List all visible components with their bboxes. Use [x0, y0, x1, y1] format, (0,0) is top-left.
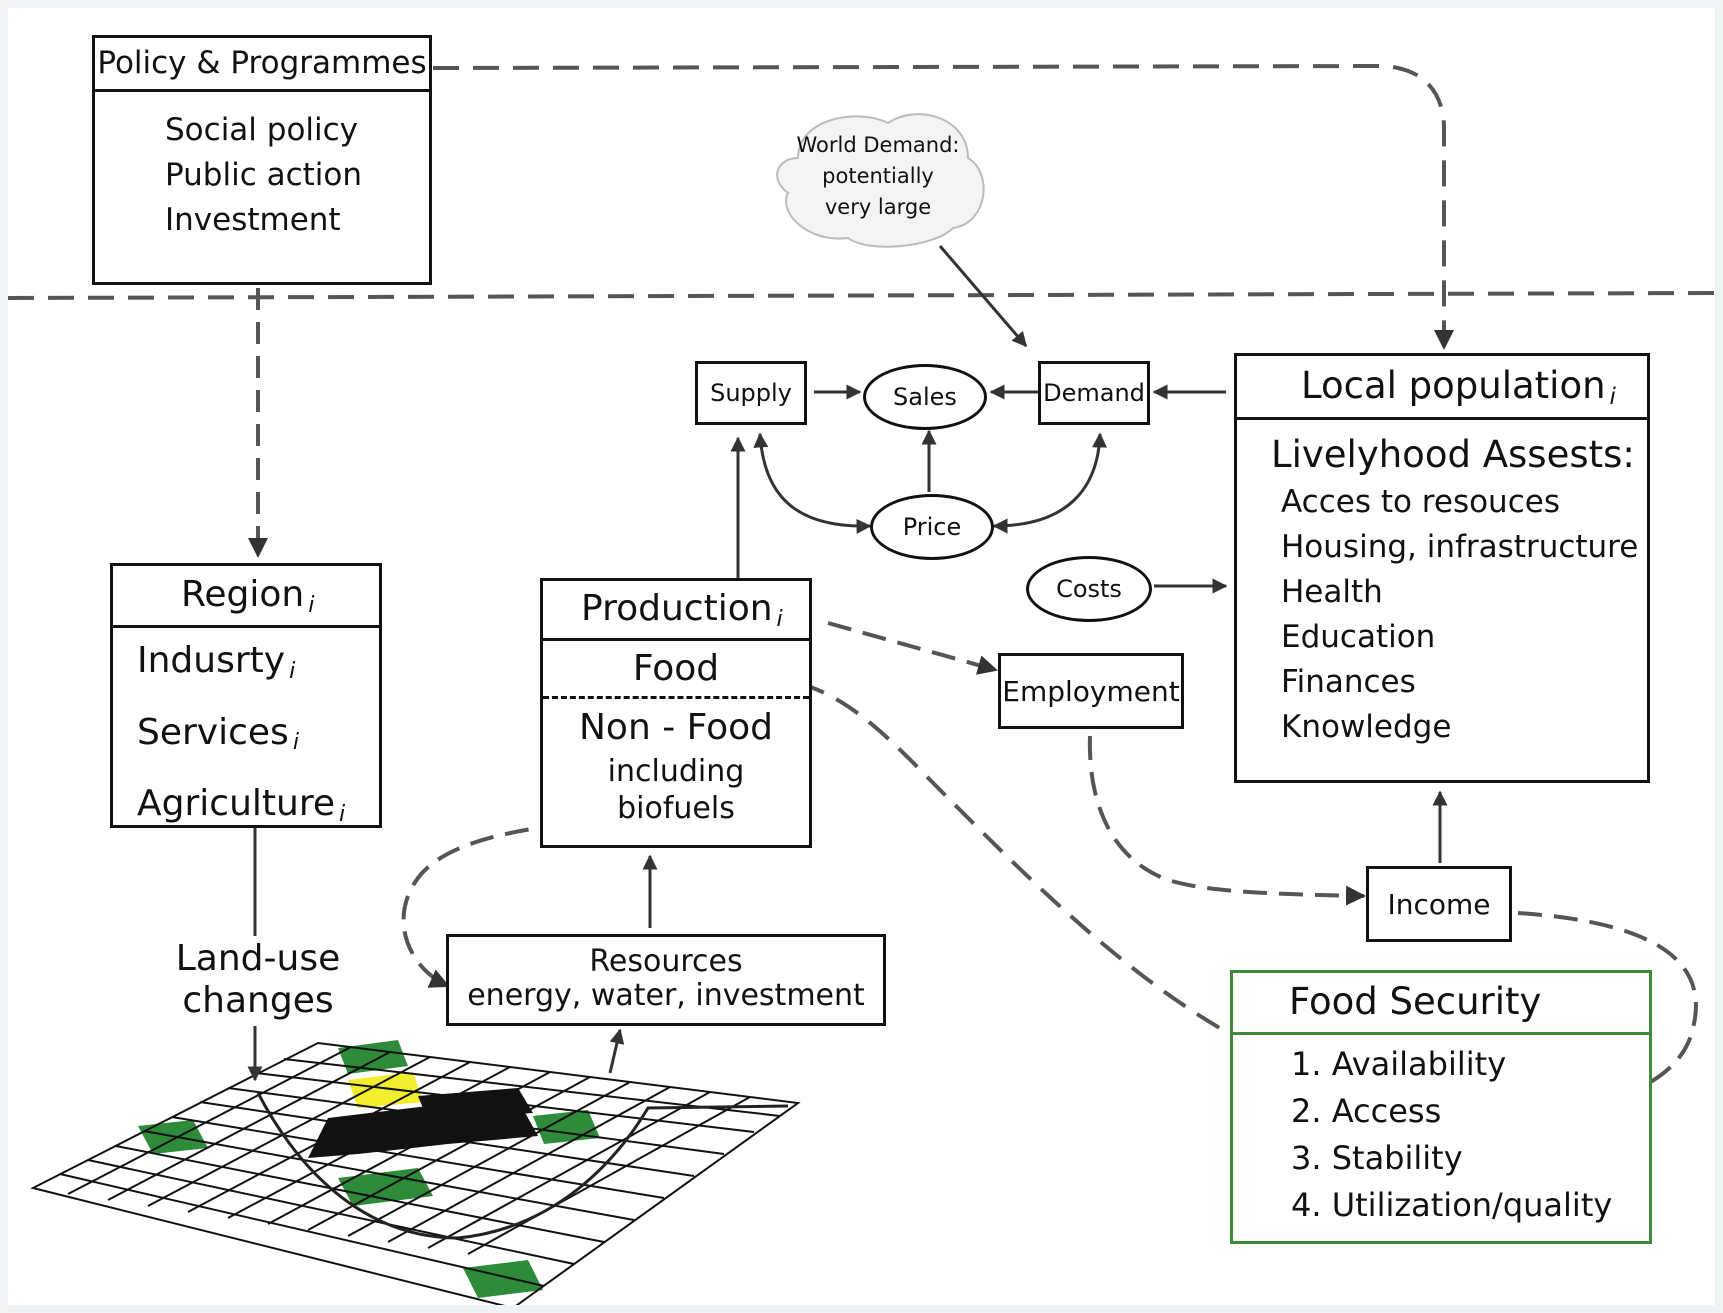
diagram-canvas: Policy & Programmes Social policy Public…	[8, 8, 1715, 1305]
world-demand-line: World Demand:	[796, 133, 960, 157]
region-item-label: Agriculture	[137, 783, 335, 825]
production-subscript: i	[776, 605, 783, 632]
supply-box: Supply	[695, 361, 807, 425]
resources-title: Resources	[589, 944, 743, 979]
demand-box: Demand	[1038, 361, 1150, 425]
resources-box: Resources energy, water, investment	[446, 934, 886, 1026]
employment-box: Employment	[998, 653, 1184, 729]
production-including: including	[607, 754, 745, 789]
region-item-sub: i	[289, 657, 296, 684]
asset-item: Acces to resouces	[1281, 484, 1560, 520]
production-title-text: Production	[581, 588, 773, 629]
region-item-label: Indusrty	[137, 640, 286, 681]
costs-oval: Costs	[1026, 556, 1152, 622]
region-item-sub: i	[338, 800, 346, 827]
livelihood-assets-list: Acces to resouces Housing, infrastructur…	[1237, 480, 1647, 750]
production-food: Food	[543, 641, 809, 699]
connector-layer	[8, 63, 1715, 1305]
food-security-box: Food Security 1. Availability 2. Access …	[1230, 970, 1652, 1244]
policy-items: Social policy Public action Investment	[95, 92, 429, 243]
food-security-item: 4. Utilization/quality	[1291, 1186, 1613, 1224]
world-demand-line: very large	[824, 195, 932, 219]
land-use-line: changes	[182, 980, 334, 1021]
production-nonfood: Non - Food	[579, 707, 773, 748]
asset-item: Health	[1281, 574, 1383, 610]
land-use-grid	[30, 1040, 801, 1305]
food-security-title: Food Security	[1233, 973, 1649, 1035]
local-population-title-text: Local population	[1301, 364, 1606, 407]
region-subscript: i	[308, 591, 315, 618]
world-demand-line: potentially	[822, 164, 934, 188]
income-box: Income	[1366, 866, 1512, 942]
price-oval: Price	[870, 494, 994, 560]
region-item-sub: i	[292, 729, 300, 756]
local-population-subscript: i	[1609, 383, 1616, 410]
food-security-item: 2. Access	[1291, 1092, 1442, 1130]
livelihood-assets-title: Livelyhood Assests:	[1271, 433, 1635, 476]
policy-title: Policy & Programmes	[95, 38, 429, 92]
asset-item: Finances	[1281, 664, 1416, 700]
production-biofuels: biofuels	[617, 791, 735, 826]
region-title-text: Region	[181, 574, 305, 615]
food-security-item: 3. Stability	[1291, 1139, 1463, 1177]
region-item-label: Services	[137, 711, 289, 753]
policy-item: Public action	[165, 156, 363, 193]
policy-item: Investment	[165, 201, 341, 238]
land-use-line: Land-use	[175, 938, 341, 979]
food-security-list: 1. Availability 2. Access 3. Stability 4…	[1233, 1035, 1649, 1229]
world-demand-label: World Demand: potentially very large	[788, 130, 968, 223]
asset-item: Education	[1281, 619, 1436, 655]
cloud-shape	[776, 113, 985, 248]
sales-oval: Sales	[863, 364, 987, 430]
asset-item: Housing, infrastructure	[1281, 529, 1639, 565]
land-use-label: Land-use changes	[148, 938, 368, 1022]
resources-detail: energy, water, investment	[467, 978, 865, 1013]
policy-item: Social policy	[165, 112, 359, 148]
food-security-item: 1. Availability	[1291, 1045, 1507, 1083]
policy-programmes-box: Policy & Programmes Social policy Public…	[92, 35, 432, 285]
asset-item: Knowledge	[1281, 709, 1452, 745]
